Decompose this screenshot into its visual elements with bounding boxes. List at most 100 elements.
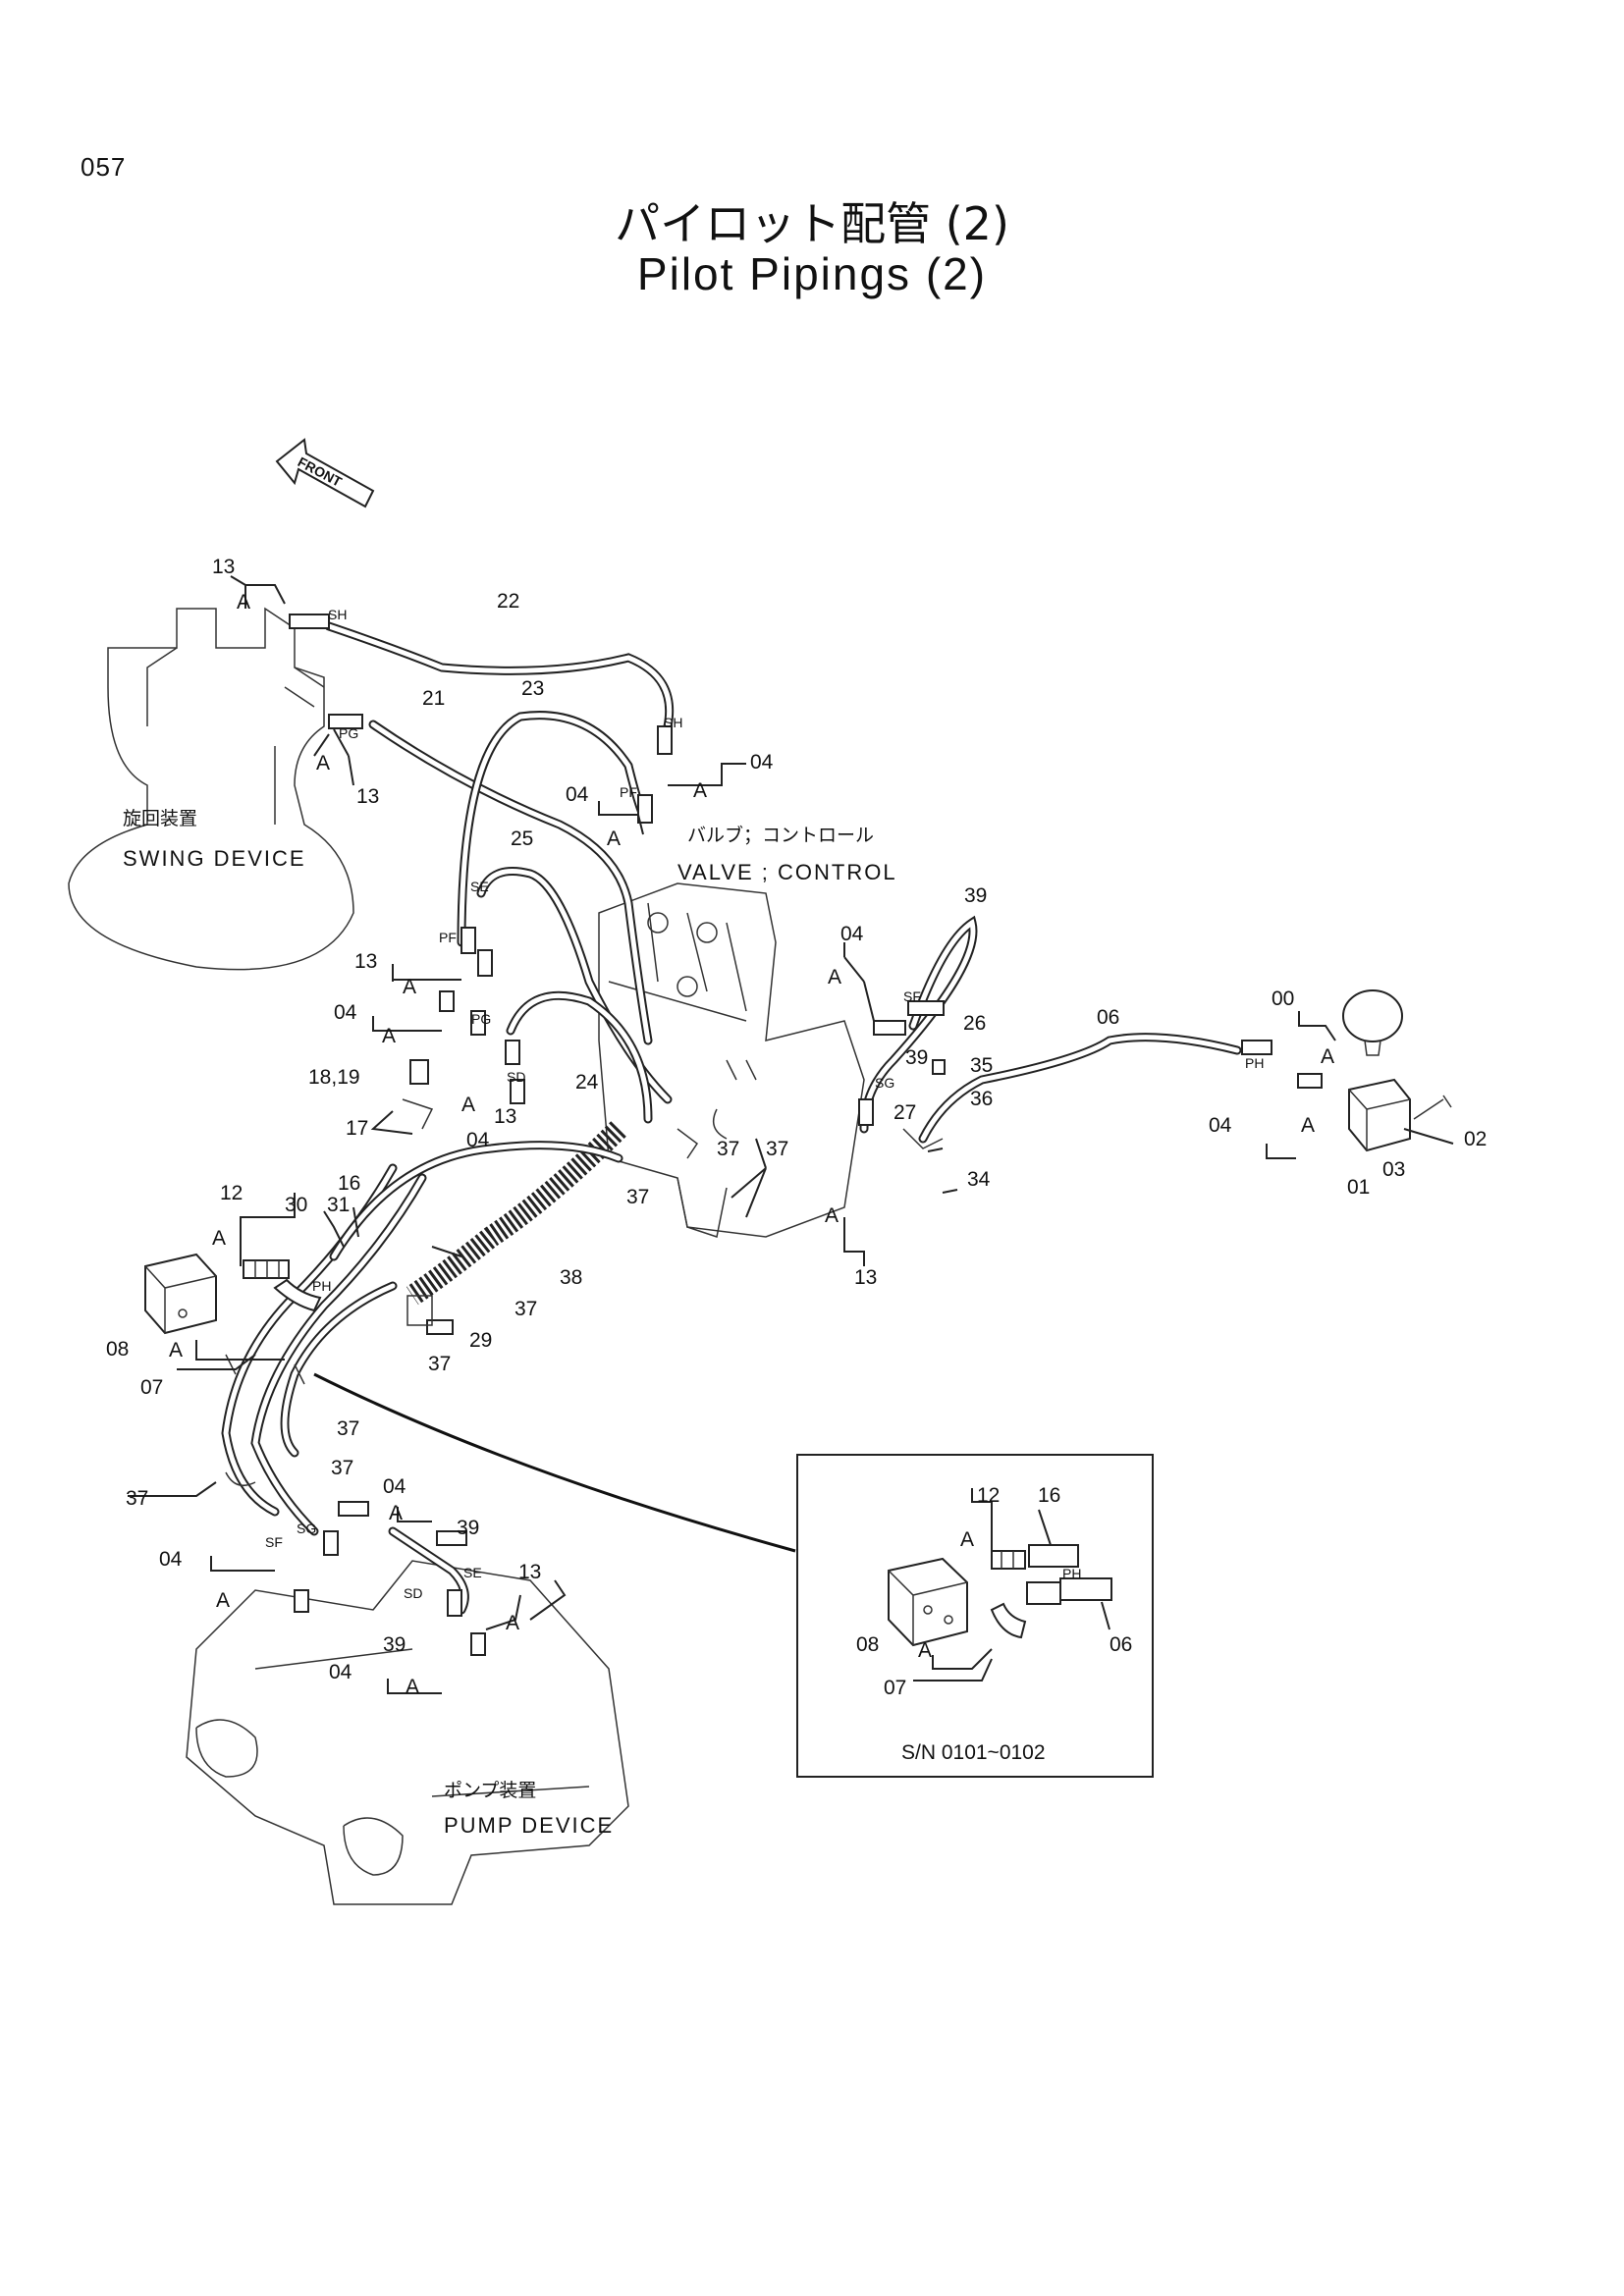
part-label-37: 37 (717, 1138, 739, 1160)
inset-port-label-a: A (918, 1639, 932, 1662)
part-label-23: 23 (521, 677, 544, 700)
part-label-36: 36 (970, 1088, 993, 1110)
part-label-37: 37 (331, 1457, 353, 1479)
inset-part-label-16: 16 (1038, 1484, 1060, 1507)
part-label-37: 37 (766, 1138, 788, 1160)
part-label-04: 04 (383, 1475, 406, 1498)
part-label-37: 37 (337, 1417, 359, 1440)
port-label-a: A (825, 1204, 839, 1227)
accumulator-00 (1342, 989, 1403, 1056)
swing-device-jp-label: 旋回装置 (123, 808, 197, 829)
part-label-39: 39 (905, 1046, 928, 1069)
part-label-13: 13 (494, 1105, 516, 1128)
part-label-37: 37 (514, 1298, 537, 1320)
hose-21 (368, 720, 653, 1045)
part-label-37: 37 (626, 1186, 649, 1208)
port-label-se: SE (470, 879, 489, 894)
swing-device-outline (68, 607, 354, 971)
hose-06 (918, 1033, 1242, 1144)
hose-39-upper (859, 915, 978, 1134)
port-label-pf: PF (439, 930, 457, 945)
part-label-00: 00 (1272, 988, 1294, 1010)
port-label-a: A (506, 1612, 519, 1634)
part-label-04: 04 (159, 1548, 183, 1571)
port-label-a: A (212, 1227, 226, 1250)
front-arrow-icon: FRONT (275, 438, 375, 508)
inset-block-08 (888, 1557, 968, 1647)
port-label-a: A (216, 1589, 230, 1612)
port-label-a: A (406, 1676, 419, 1698)
part-label-39: 39 (964, 884, 987, 907)
part-label-07: 07 (140, 1376, 163, 1399)
part-label-18-19: 18,19 (308, 1066, 360, 1089)
port-label-pg: PG (339, 725, 358, 741)
part-label-13: 13 (356, 785, 379, 808)
part-label-39: 39 (457, 1517, 479, 1539)
port-label-sg: SG (875, 1075, 894, 1091)
part-label-16: 16 (338, 1172, 360, 1195)
hose-38-protector (406, 1121, 626, 1306)
swing-device-label: SWING DEVICE (123, 846, 306, 871)
port-label-sh: SH (328, 607, 347, 622)
port-label-sd: SD (507, 1069, 525, 1085)
port-label-a: A (1301, 1114, 1315, 1137)
pump-device-label: PUMP DEVICE (444, 1813, 614, 1838)
control-valve-label: VALVE ; CONTROL (677, 860, 897, 884)
part-label-34: 34 (967, 1168, 991, 1191)
port-label-se: SE (463, 1565, 482, 1580)
hose-23 (457, 711, 648, 947)
inset-serial-number: S/N 0101~0102 (901, 1741, 1046, 1764)
part-label-01: 01 (1347, 1176, 1370, 1199)
inset-leader-line (313, 1372, 796, 1553)
port-label-ph: PH (1245, 1055, 1264, 1071)
part-label-03: 03 (1382, 1158, 1405, 1181)
inset-part-label-12: 12 (977, 1484, 1000, 1507)
port-label-a: A (169, 1339, 183, 1362)
block-01 (1348, 1078, 1411, 1152)
port-label-pg: PG (471, 1011, 491, 1027)
part-label-04: 04 (329, 1661, 352, 1683)
part-labels: 13 A SH 22 21 23 PG A 13 SH 04 A PF 04 A… (106, 556, 1487, 1698)
port-label-sf: SF (903, 988, 921, 1004)
inset-hose-16 (1028, 1544, 1079, 1568)
part-label-27: 27 (893, 1101, 916, 1124)
port-label-sh: SH (664, 715, 682, 730)
part-label-04: 04 (840, 923, 864, 945)
part-label-04: 04 (1209, 1114, 1232, 1137)
part-label-08: 08 (106, 1338, 129, 1361)
part-label-17: 17 (346, 1117, 368, 1140)
inset-box: 12 16 A PH 08 A 06 07 S/N 0101~0102 (796, 1454, 1154, 1778)
port-label-a: A (461, 1094, 475, 1116)
inset-port-label-a: A (960, 1528, 974, 1551)
inset-part-label-06: 06 (1110, 1633, 1132, 1656)
part-label-04: 04 (566, 783, 589, 806)
part-label-04: 04 (750, 751, 774, 774)
part-label-39: 39 (383, 1633, 406, 1656)
fitting-12 (243, 1259, 290, 1279)
part-label-37: 37 (428, 1353, 451, 1375)
port-label-sf: SF (265, 1534, 283, 1550)
port-label-a: A (607, 828, 621, 850)
part-label-12: 12 (220, 1182, 243, 1204)
fittings (289, 614, 1323, 1656)
port-label-sg: SG (297, 1521, 316, 1536)
bolt-02 (1413, 1095, 1452, 1120)
inset-part-label-07: 07 (884, 1677, 906, 1699)
block-08 (144, 1253, 217, 1335)
port-label-sd: SD (404, 1585, 422, 1601)
control-valve-jp-label: バルブ；コントロール (687, 824, 874, 846)
pump-device-outline (186, 1560, 629, 1905)
elbow-fitting-ph (273, 1278, 322, 1312)
part-label-29: 29 (469, 1329, 492, 1352)
port-label-a: A (693, 779, 707, 802)
part-label-25: 25 (511, 828, 533, 850)
port-label-a: A (403, 976, 416, 998)
part-label-13: 13 (212, 556, 235, 578)
part-label-35: 35 (970, 1054, 993, 1077)
inset-fitting-12 (991, 1550, 1026, 1570)
part-label-21: 21 (422, 687, 445, 710)
part-label-13: 13 (518, 1561, 541, 1583)
inset-part-label-08: 08 (856, 1633, 879, 1656)
part-label-37: 37 (126, 1487, 148, 1510)
page-number: 057 (81, 152, 127, 182)
